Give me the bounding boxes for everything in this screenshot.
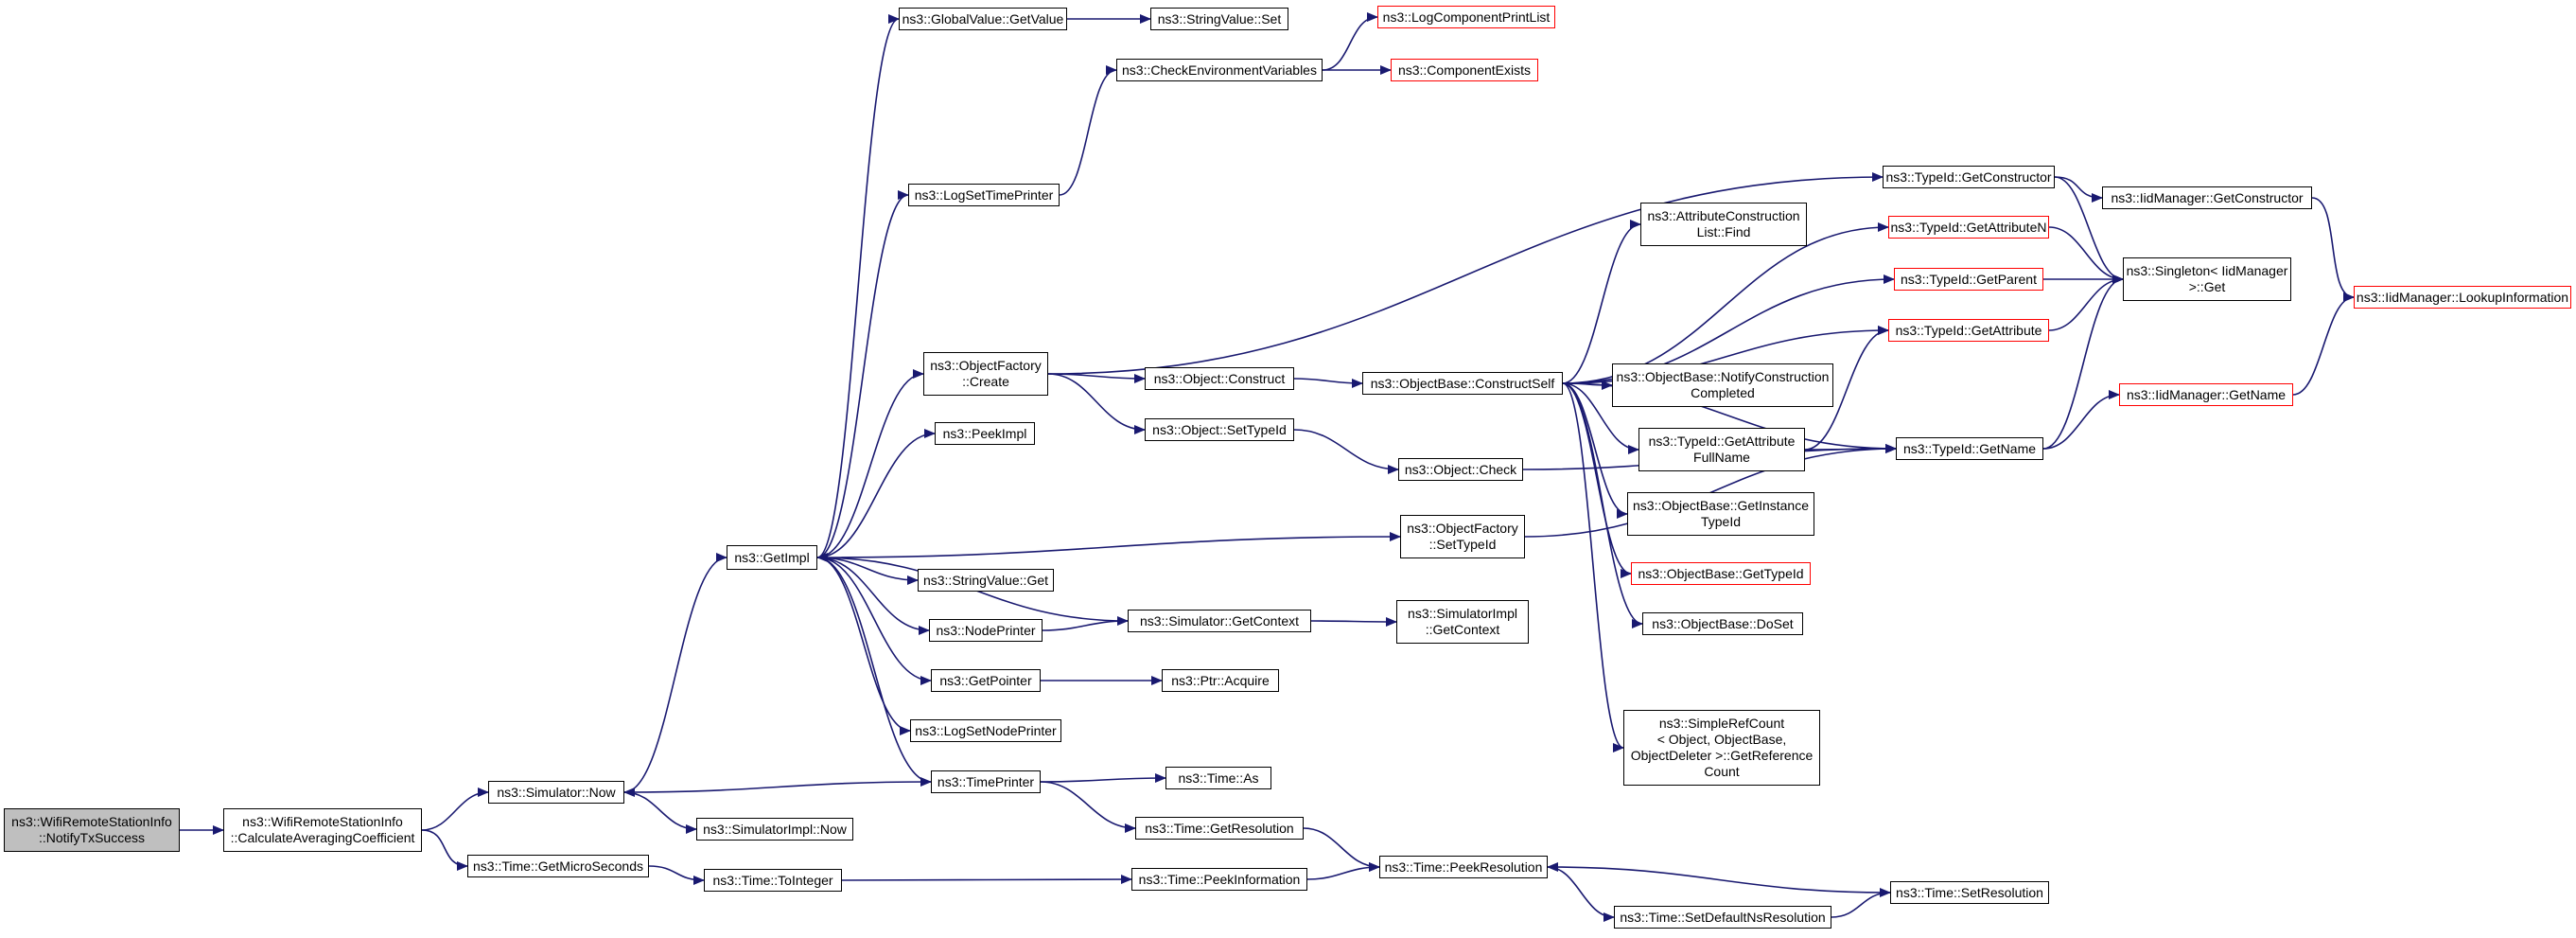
- node-get-pointer[interactable]: ns3::GetPointer: [931, 669, 1041, 692]
- edge-toInteger-to-peekInfo: [841, 875, 1132, 885]
- node-string-value-get[interactable]: ns3::StringValue::Get: [918, 569, 1054, 592]
- edge-attrFull-to-tidGetAttr: [1804, 326, 1889, 451]
- edge-tidGetName-to-singleton: [2042, 274, 2124, 450]
- node-get-impl[interactable]: ns3::GetImpl: [727, 545, 817, 570]
- edge-constructSelf-to-refCount: [1562, 382, 1624, 752]
- edge-setRes-to-peekRes: [1547, 862, 1891, 894]
- edge-constructSelf-to-doSet: [1562, 382, 1643, 628]
- edge-peekInfo-to-peekRes: [1306, 862, 1380, 880]
- node-log-component-print-list[interactable]: ns3::LogComponentPrintList: [1377, 6, 1555, 28]
- edge-calc-to-simNow: [421, 788, 489, 831]
- edge-timePrinter-to-getRes: [1040, 781, 1136, 833]
- edge-constructSelf-to-attrFind: [1562, 220, 1641, 384]
- edge-objConstruct-to-constructSelf: [1293, 378, 1363, 388]
- edge-ofCreate-to-tidGetCtor: [1047, 172, 1884, 375]
- node-object-base-notify-construction-completed[interactable]: ns3::ObjectBase::NotifyConstruction Comp…: [1612, 363, 1833, 407]
- node-log-set-time-printer[interactable]: ns3::LogSetTimePrinter: [908, 184, 1060, 206]
- node-type-id-get-attribute-n[interactable]: ns3::TypeId::GetAttributeN: [1888, 216, 2049, 239]
- node-notify-tx-success: ns3::WifiRemoteStationInfo ::NotifyTxSuc…: [4, 808, 180, 852]
- edge-objSetTid-to-objCheck: [1293, 429, 1399, 474]
- node-calculate-averaging-coefficient[interactable]: ns3::WifiRemoteStationInfo ::CalculateAv…: [223, 808, 422, 852]
- edge-getMicro-to-toInteger: [648, 865, 705, 885]
- node-node-printer[interactable]: ns3::NodePrinter: [929, 619, 1043, 642]
- node-object-base-get-type-id[interactable]: ns3::ObjectBase::GetTypeId: [1631, 562, 1811, 585]
- edge-logTime-to-checkEnv: [1059, 65, 1117, 196]
- edge-getRes-to-peekRes: [1303, 827, 1380, 872]
- edge-setDefRes-to-setRes: [1831, 888, 1891, 918]
- edge-timePrinter-to-timeAs: [1040, 773, 1166, 784]
- edge-iidGetCtor-to-iidLookup: [2311, 197, 2355, 302]
- edge-tidGetAttrN-to-singleton: [2048, 226, 2124, 284]
- edge-getImpl-to-nodePrinter: [816, 557, 930, 635]
- node-check-environment-variables[interactable]: ns3::CheckEnvironmentVariables: [1116, 59, 1323, 81]
- node-time-get-micro-seconds[interactable]: ns3::Time::GetMicroSeconds: [467, 855, 649, 877]
- edge-attrFull-to-tidGetName: [1804, 444, 1897, 454]
- edge-checkEnv-to-logPrint: [1322, 12, 1378, 71]
- edge-getImpl-to-ofCreate: [816, 369, 924, 558]
- edge-simNow-to-getImpl: [623, 553, 727, 793]
- edge-getImpl-to-getPointer: [816, 557, 932, 685]
- node-object-base-do-set[interactable]: ns3::ObjectBase::DoSet: [1642, 612, 1803, 635]
- node-object-construct[interactable]: ns3::Object::Construct: [1145, 367, 1294, 390]
- edge-nodePrinter-to-simGetCtx: [1042, 616, 1129, 631]
- node-object-check[interactable]: ns3::Object::Check: [1398, 458, 1523, 481]
- node-simulator-impl-now[interactable]: ns3::SimulatorImpl::Now: [696, 818, 853, 841]
- edge-tidGetName-to-iidGetName: [2042, 390, 2120, 450]
- node-type-id-get-attribute-full-name[interactable]: ns3::TypeId::GetAttribute FullName: [1638, 428, 1805, 471]
- node-iid-manager-get-constructor[interactable]: ns3::IidManager::GetConstructor: [2102, 186, 2312, 209]
- edge-constructSelf-to-tidGetAttrN: [1562, 222, 1889, 384]
- edge-constructSelf-to-attrFull: [1562, 382, 1639, 454]
- node-simulator-impl-get-context[interactable]: ns3::SimulatorImpl ::GetContext: [1396, 600, 1529, 644]
- node-string-value-set[interactable]: ns3::StringValue::Set: [1150, 8, 1288, 30]
- node-simulator-now[interactable]: ns3::Simulator::Now: [488, 781, 624, 804]
- edge-getImpl-to-timePrinter: [816, 557, 932, 787]
- node-time-peek-information[interactable]: ns3::Time::PeekInformation: [1131, 868, 1307, 891]
- edge-getImpl-to-logTime: [816, 190, 909, 558]
- node-object-factory-create[interactable]: ns3::ObjectFactory ::Create: [923, 352, 1048, 396]
- node-type-id-get-constructor[interactable]: ns3::TypeId::GetConstructor: [1883, 166, 2055, 188]
- node-simulator-get-context[interactable]: ns3::Simulator::GetContext: [1128, 610, 1311, 632]
- edge-timePrinter-to-simNow: [623, 781, 932, 797]
- node-iid-manager-lookup-information[interactable]: ns3::IidManager::LookupInformation: [2354, 286, 2571, 309]
- node-type-id-get-parent[interactable]: ns3::TypeId::GetParent: [1894, 268, 2043, 291]
- node-time-set-default-ns-resolution[interactable]: ns3::Time::SetDefaultNsResolution: [1614, 906, 1831, 929]
- edge-simNow-to-simImplNow: [623, 791, 697, 834]
- node-time-to-integer[interactable]: ns3::Time::ToInteger: [704, 869, 842, 892]
- edge-simGetCtx-to-simImplCtx: [1310, 616, 1397, 627]
- node-attribute-construction-list-find[interactable]: ns3::AttributeConstruction List::Find: [1640, 203, 1807, 246]
- node-time-as[interactable]: ns3::Time::As: [1165, 767, 1271, 789]
- edge-getImpl-to-logNode: [816, 557, 911, 735]
- node-object-factory-set-type-id[interactable]: ns3::ObjectFactory ::SetTypeId: [1400, 515, 1525, 558]
- edge-tidGetCtor-to-iidGetCtor: [2054, 176, 2103, 203]
- node-singleton-iid-manager-get[interactable]: ns3::Singleton< IidManager >::Get: [2123, 257, 2291, 301]
- node-ptr-acquire[interactable]: ns3::Ptr::Acquire: [1162, 669, 1279, 692]
- node-object-set-type-id[interactable]: ns3::Object::SetTypeId: [1145, 418, 1294, 441]
- edge-tidGetAttr-to-singleton: [2048, 274, 2124, 331]
- node-component-exists[interactable]: ns3::ComponentExists: [1391, 59, 1538, 81]
- node-iid-manager-get-name[interactable]: ns3::IidManager::GetName: [2119, 383, 2293, 406]
- node-object-base-construct-self[interactable]: ns3::ObjectBase::ConstructSelf: [1362, 372, 1563, 395]
- edge-getImpl-to-peekImpl: [816, 429, 936, 558]
- node-object-base-get-instance-type-id[interactable]: ns3::ObjectBase::GetInstance TypeId: [1627, 492, 1814, 536]
- node-type-id-get-attribute[interactable]: ns3::TypeId::GetAttribute: [1888, 319, 2049, 342]
- edge-getImpl-to-ofSetTid: [816, 532, 1401, 558]
- edge-iidGetName-to-iidLookup: [2292, 292, 2355, 396]
- node-peek-impl[interactable]: ns3::PeekImpl: [935, 422, 1035, 445]
- node-time-get-resolution[interactable]: ns3::Time::GetResolution: [1135, 817, 1304, 840]
- edge-peekRes-to-setDefRes: [1547, 866, 1615, 922]
- edge-getImpl-to-globalGet: [816, 14, 900, 558]
- node-time-peek-resolution[interactable]: ns3::Time::PeekResolution: [1379, 856, 1548, 878]
- node-time-printer[interactable]: ns3::TimePrinter: [931, 770, 1041, 793]
- node-simple-ref-count-get-reference-count[interactable]: ns3::SimpleRefCount < Object, ObjectBase…: [1623, 710, 1820, 786]
- node-log-set-node-printer[interactable]: ns3::LogSetNodePrinter: [910, 719, 1061, 742]
- edge-calc-to-getMicro: [421, 829, 468, 871]
- node-time-set-resolution[interactable]: ns3::Time::SetResolution: [1890, 881, 2049, 904]
- edge-ofCreate-to-objSetTid: [1047, 373, 1146, 434]
- node-global-value-get-value[interactable]: ns3::GlobalValue::GetValue: [899, 8, 1067, 30]
- node-type-id-get-name[interactable]: ns3::TypeId::GetName: [1896, 437, 2043, 460]
